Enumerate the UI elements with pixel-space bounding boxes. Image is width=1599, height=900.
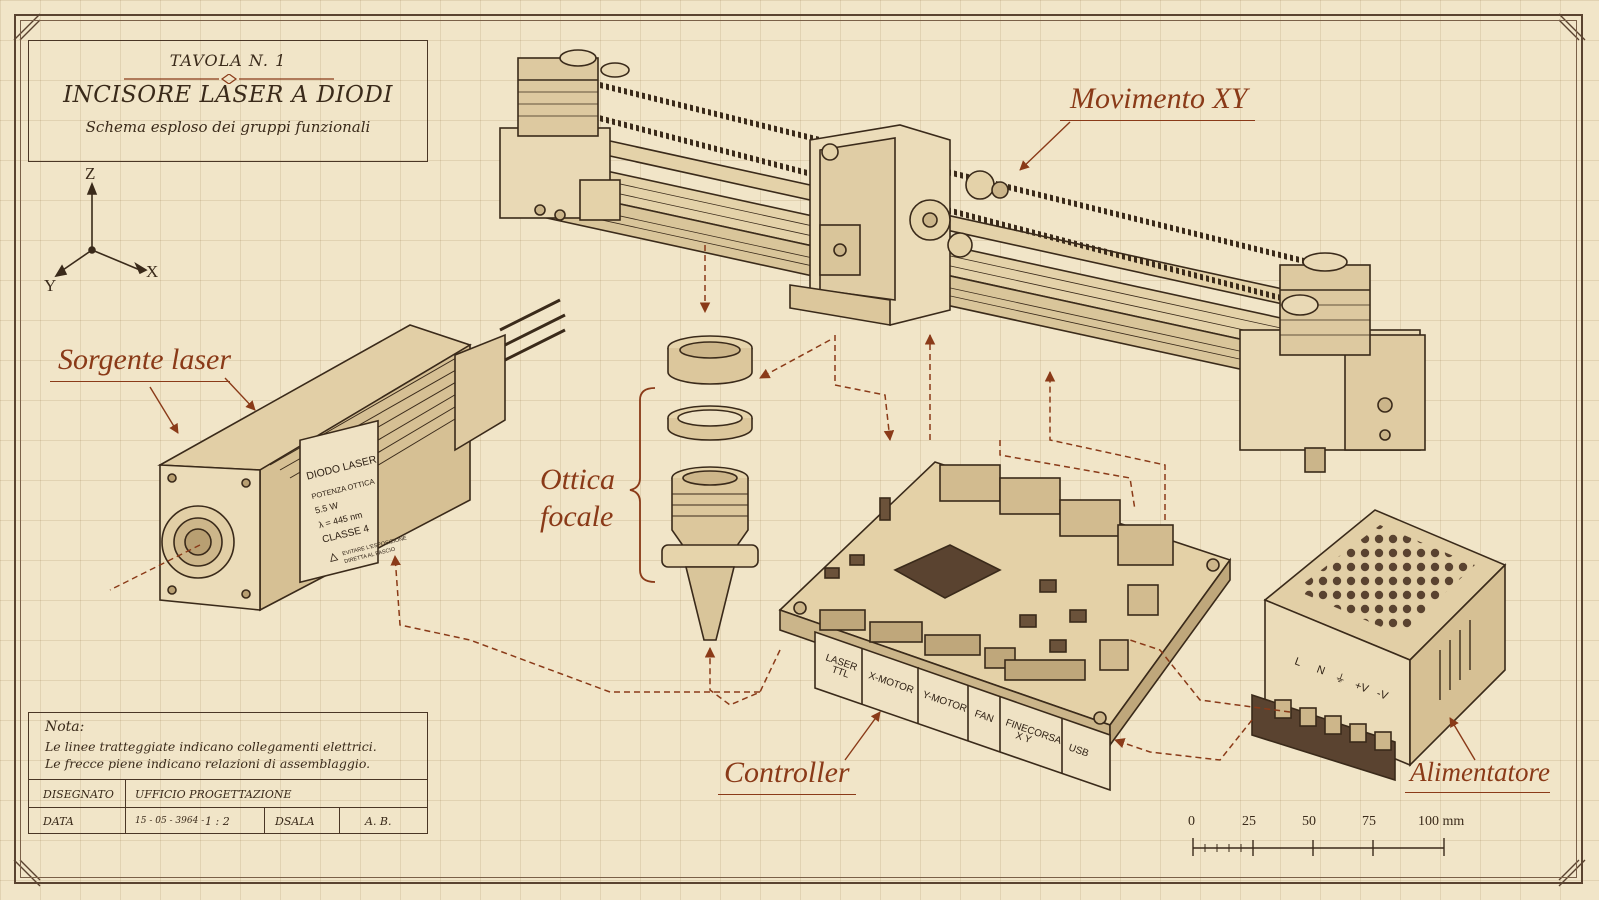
svg-text:N: N xyxy=(1315,664,1327,678)
svg-text:L: L xyxy=(1293,656,1303,669)
note-line-1: Le linee tratteggiate indicano collegame… xyxy=(45,739,377,754)
scale-tick-100: 100 mm xyxy=(1418,814,1465,829)
label-sorgente-laser: Sorgente laser xyxy=(58,343,232,376)
inner-border xyxy=(20,20,1577,878)
power-supply xyxy=(1251,509,1507,782)
focal-optics xyxy=(661,335,759,641)
xy-gantry xyxy=(499,49,1426,473)
drawing-subtitle: Schema esploso dei gruppi funzionali xyxy=(85,118,371,136)
axis-x-label: X xyxy=(146,262,159,281)
initials-value: A. B. xyxy=(365,815,392,828)
beam-line xyxy=(109,544,201,591)
table-divider xyxy=(29,807,427,808)
outer-border xyxy=(14,14,1583,884)
controller-board xyxy=(778,461,1232,792)
drawn-label: DISEGNATO xyxy=(43,788,114,801)
sheet-number: TAVOLA N. 1 xyxy=(169,51,287,70)
underline-movimento-xy xyxy=(1060,120,1255,121)
note-title: Nota: xyxy=(45,719,85,735)
scale-bar xyxy=(1192,838,1445,856)
underline-alimentatore xyxy=(1405,792,1550,793)
scale-tick-0: 0 xyxy=(1188,814,1195,829)
svg-text:⏚: ⏚ xyxy=(1333,671,1348,687)
table-divider xyxy=(264,807,265,834)
optics-brace xyxy=(629,387,656,583)
axis-z-label: Z xyxy=(85,164,96,183)
scale-tick-75: 75 xyxy=(1362,814,1376,829)
scale-tick-25: 25 xyxy=(1242,814,1256,829)
svg-text:-V: -V xyxy=(1375,688,1390,703)
approval-table: DISEGNATO UFFICIO PROGETTAZIONE DATA 15 … xyxy=(29,779,427,834)
label-movimento-xy: Movimento XY xyxy=(1070,82,1248,115)
axis-y-label: Y xyxy=(44,276,57,295)
underline-sorgente-laser xyxy=(50,381,230,382)
ornament-divider xyxy=(124,74,334,84)
note-line-2: Le frecce piene indicano relazioni di as… xyxy=(45,756,371,771)
table-divider xyxy=(339,807,340,834)
label-ottica: Ottica xyxy=(540,463,615,496)
drawing-title: INCISORE LASER A DIODI xyxy=(63,82,393,108)
svg-text:+V: +V xyxy=(1353,680,1371,696)
date-value: 15 - 05 - 3964 - xyxy=(135,816,205,826)
scale-label: DSALA xyxy=(275,815,315,828)
date-label: DATA xyxy=(43,815,74,828)
ratio-value: 1 : 2 xyxy=(205,815,230,828)
leader-lines xyxy=(149,121,1476,761)
axis-triad xyxy=(54,181,148,278)
svg-text:X Y: X Y xyxy=(1014,730,1033,746)
scale-tick-50: 50 xyxy=(1302,814,1316,829)
drawn-value: UFFICIO PROGETTAZIONE xyxy=(135,788,292,801)
electrical-connections xyxy=(390,245,1291,761)
corner-ornaments xyxy=(13,13,1586,887)
underline-controller xyxy=(718,794,856,795)
label-focale: focale xyxy=(540,500,614,533)
title-block: TAVOLA N. 1 INCISORE LASER A DIODI Schem… xyxy=(28,40,428,162)
notes-block: Nota: Le linee tratteggiate indicano col… xyxy=(28,712,428,834)
laser-module xyxy=(157,298,566,612)
label-controller: Controller xyxy=(724,756,850,789)
psu-terminal-labels: L N ⏚ +V -V xyxy=(1293,656,1390,703)
label-alimentatore: Alimentatore xyxy=(1410,757,1550,787)
